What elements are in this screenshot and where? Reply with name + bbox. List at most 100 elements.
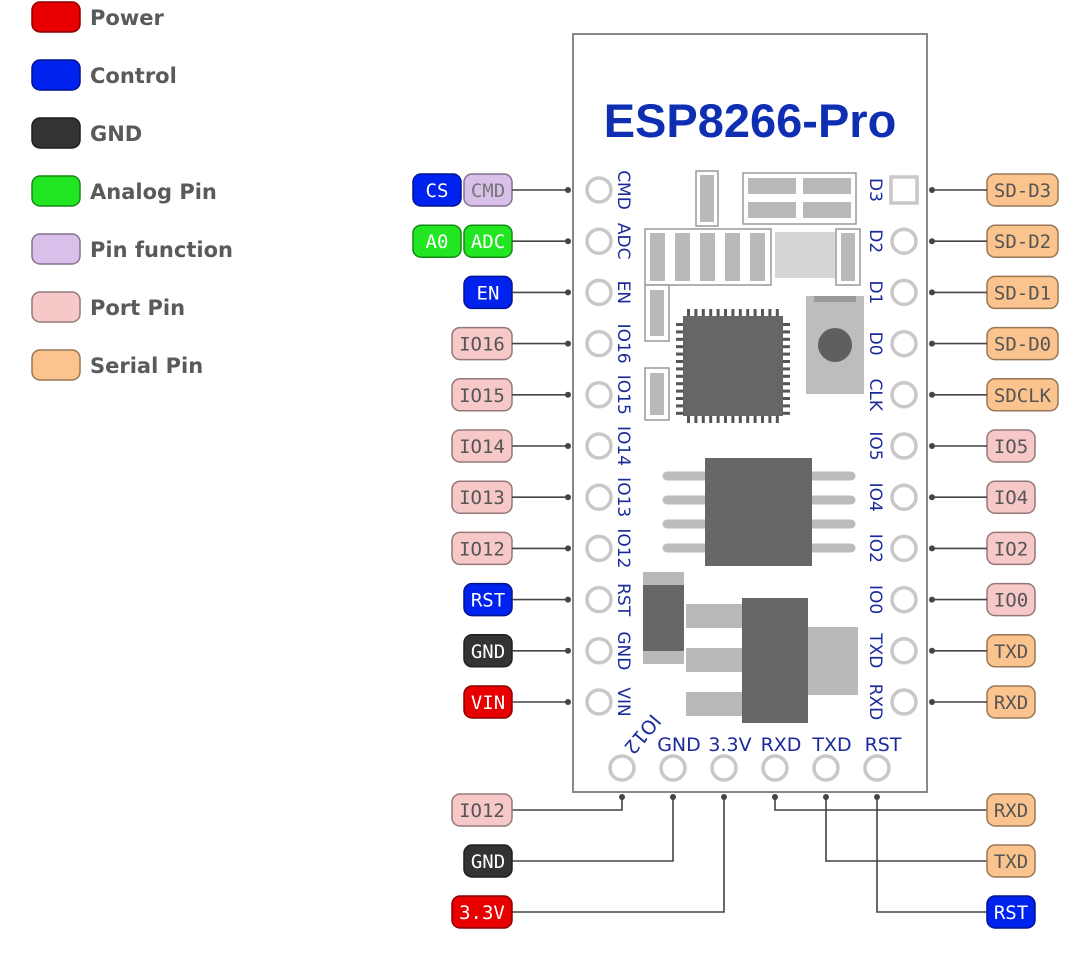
right-pin-hole [890, 534, 918, 563]
right-tag-sdclk-text: SDCLK [994, 385, 1052, 407]
bottom-connector [512, 797, 725, 913]
right-pin-hole [890, 483, 918, 511]
bottom-tag-3.3v-text: 3.3V [459, 902, 505, 924]
right-connector-dot [929, 647, 935, 654]
left-tag-cs-text: CS [426, 180, 449, 202]
right-tag-sd-d3-text: SD-D3 [994, 180, 1051, 202]
right-pin-hole [890, 432, 918, 460]
legend-item-analog: Analog Pin [31, 175, 217, 207]
right-connector-dot [929, 494, 935, 501]
right-pin-label: CLK [865, 379, 885, 412]
bottom-pin-hole [710, 754, 738, 782]
bottom-connector [876, 797, 987, 913]
left-connector-dot [565, 187, 571, 193]
legend-label-analog: Analog Pin [90, 180, 217, 204]
left-connector-dot [565, 443, 571, 449]
legend-label-gnd: GND [90, 122, 142, 146]
left-pin-hole [585, 534, 613, 563]
left-connector-dot [565, 391, 571, 398]
right-tag-txd-text: TXD [994, 641, 1028, 663]
bottom-tag-rst: RST [986, 895, 1036, 929]
right-tag-sd-d2: SD-D2 [986, 224, 1059, 258]
right-pin-hole [890, 278, 918, 307]
right-tag-rxd: RXD [986, 685, 1036, 719]
bottom-tag-gnd: GND [463, 844, 513, 878]
right-tag-sd-d0: SD-D0 [986, 326, 1059, 361]
right-tag-sd-d3: SD-D3 [986, 173, 1059, 207]
bottom-tag-txd-box [986, 844, 1036, 878]
legend-item-control: Control [31, 59, 177, 91]
bottom-tag-rxd: RXD [986, 793, 1036, 827]
left-pin-label: GND [613, 631, 633, 670]
right-connector-dot [929, 238, 935, 245]
left-tag-cmd-text: CMD [471, 180, 505, 202]
right-tag-io4-text: IO4 [994, 487, 1028, 509]
bottom-connector [774, 797, 987, 811]
legend-label-serial: Serial Pin [90, 354, 203, 378]
right-tag-sd-d2-text: SD-D2 [994, 231, 1051, 253]
left-pin-hole [585, 381, 613, 409]
right-connector-dot [929, 545, 935, 552]
left-tag-io12: IO12 [451, 531, 513, 566]
right-tag-rxd-text: RXD [994, 692, 1028, 714]
right-connector-dot [929, 340, 935, 347]
bottom-pin-label: TXD [811, 734, 851, 756]
right-tag-io5-text: IO5 [994, 436, 1028, 458]
bottom-tag-gnd-box [463, 844, 513, 878]
right-pin-label: D1 [865, 280, 885, 304]
right-connector-dot [929, 289, 935, 296]
left-connector-dot [565, 238, 571, 245]
left-connector-dot [565, 647, 571, 654]
legend-swatch-gnd [31, 117, 81, 149]
legend-label-power: Power [90, 6, 164, 30]
bottom-pin-hole [812, 754, 840, 782]
left-pin-label: IO12 [613, 528, 633, 568]
right-pin-label: D3 [865, 178, 885, 202]
left-pin-label: IO13 [613, 477, 633, 517]
right-tag-io2-text: IO2 [994, 538, 1028, 560]
bottom-tag-io12-text: IO12 [459, 800, 505, 822]
legend-swatch-control [31, 59, 81, 91]
right-tag-io0-text: IO0 [994, 590, 1028, 612]
right-pin-label: IO4 [865, 483, 885, 512]
bottom-tag-io12: IO12 [451, 793, 513, 827]
legend-item-serial: Serial Pin [31, 349, 203, 381]
right-tag-sd-d1-text: SD-D1 [994, 282, 1051, 304]
right-tag-sd-d1: SD-D1 [986, 275, 1059, 310]
left-pin-label: RST [613, 583, 633, 617]
bottom-tag-gnd-text: GND [471, 851, 505, 873]
left-tag-io14: IO14 [451, 429, 513, 463]
legend-swatch-serial [31, 349, 81, 381]
left-tag-cs: CS [412, 173, 462, 207]
left-tag-cs-box [412, 173, 462, 207]
left-tag-cmd: CMD [463, 173, 513, 207]
right-tag-io2: IO2 [986, 531, 1036, 566]
right-pin-hole [890, 329, 918, 358]
bottom-pin-hole [863, 754, 891, 782]
left-pin-label: CMD [613, 170, 633, 210]
left-connector-dot [565, 699, 571, 705]
bottom-tag-txd-text: TXD [994, 851, 1028, 873]
right-pin-hole [890, 381, 918, 409]
bottom-connector [825, 797, 987, 862]
left-pin-hole [585, 329, 613, 358]
right-pin-label: IO0 [865, 585, 885, 614]
left-pin-labels: CMDCSADCA0ENIO16IO15IO14IO13IO12RSTGNDVI… [412, 173, 571, 719]
right-tag-sd-d0-text: SD-D0 [994, 334, 1051, 356]
right-pin-label: TXD [865, 632, 885, 668]
left-connector-dot [565, 340, 571, 347]
legend-swatch-power [31, 1, 81, 33]
bottom-tag-3.3v-box [451, 895, 513, 929]
bottom-tag-rxd-text: RXD [994, 800, 1028, 822]
right-pin-hole [890, 227, 918, 255]
bottom-connector [512, 797, 674, 862]
left-connector-dot [565, 545, 571, 552]
left-pin-label: VIN [613, 687, 633, 716]
left-tag-a0-text: A0 [426, 231, 449, 253]
bottom-pin-label: GND [657, 734, 701, 756]
left-tag-en: EN [463, 275, 513, 310]
right-connector-dot [929, 391, 935, 398]
bottom-pin-hole [761, 754, 789, 782]
